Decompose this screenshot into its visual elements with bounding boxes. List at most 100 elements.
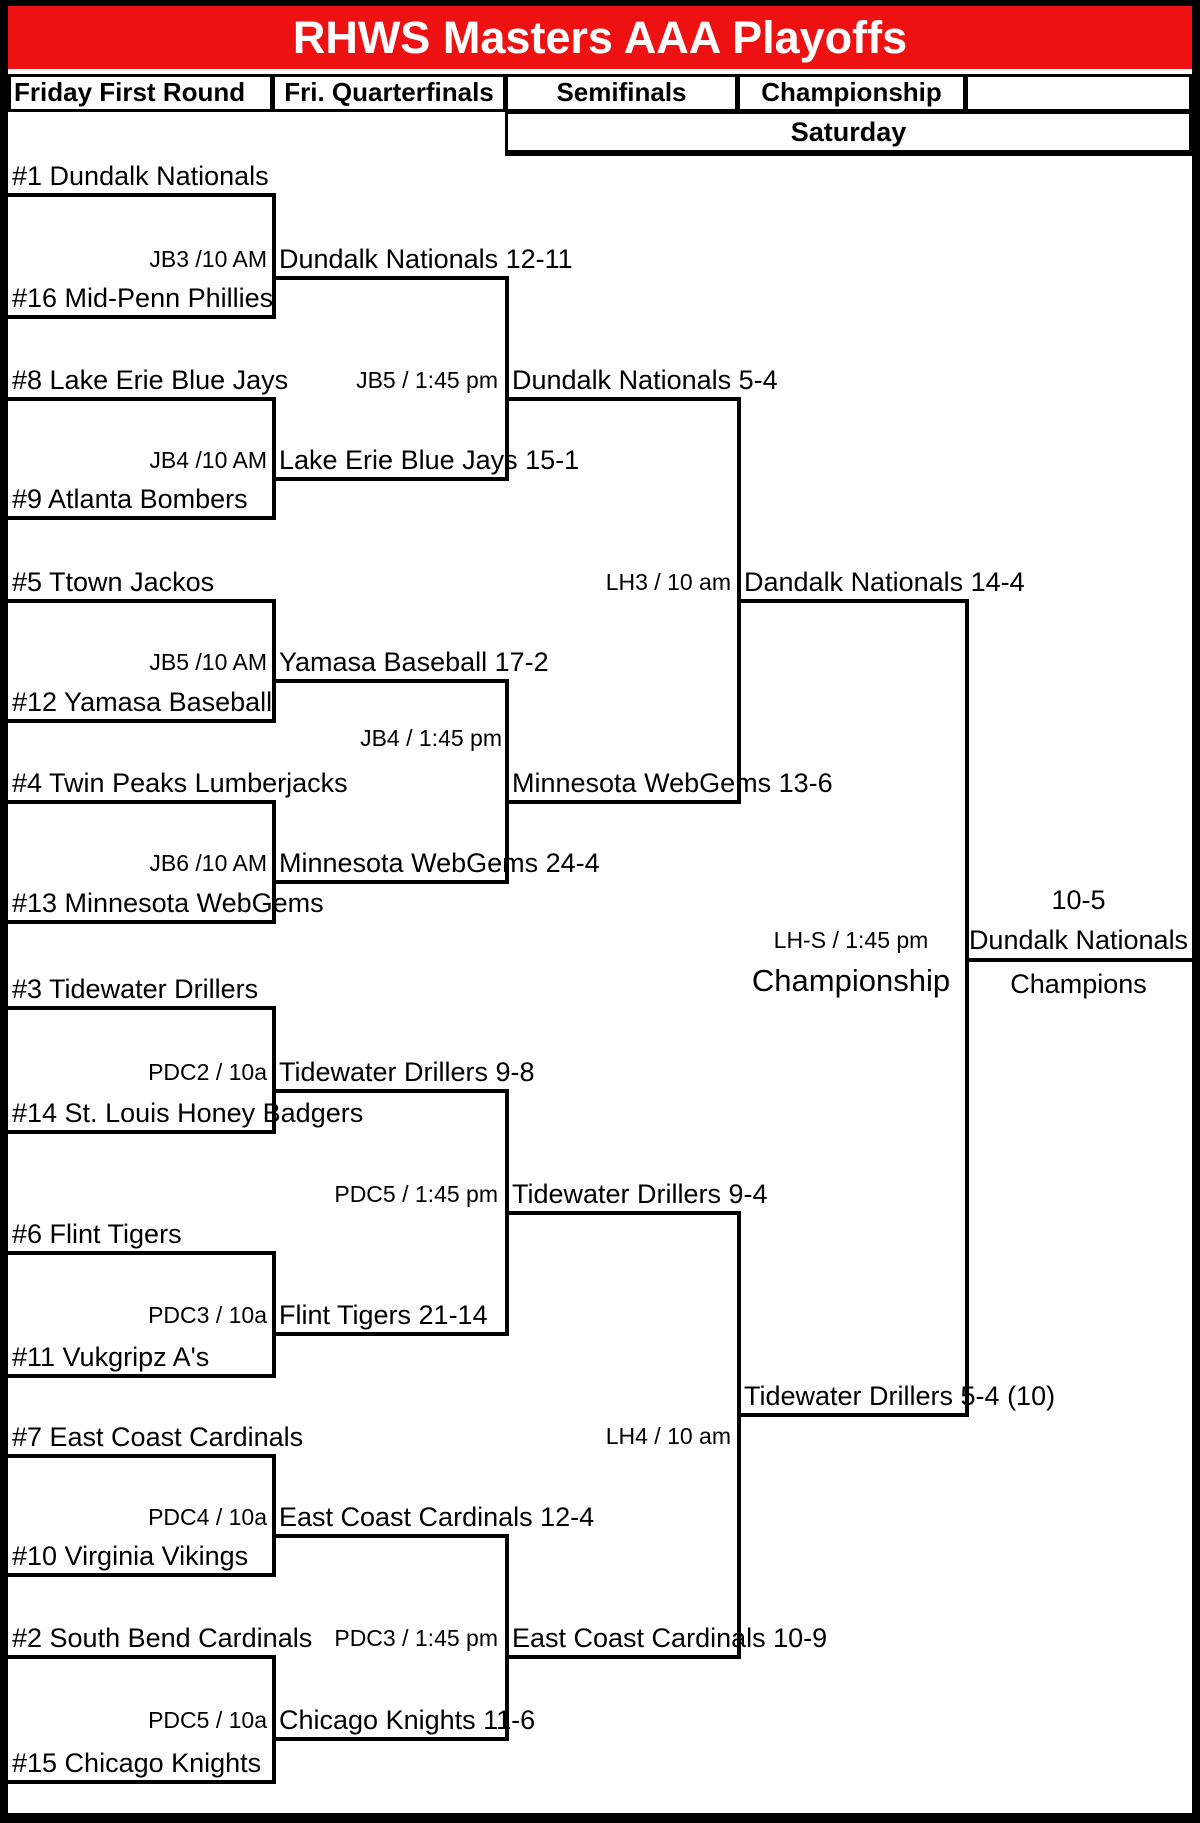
match-connector [737,1211,741,1659]
border-bottom [0,1813,1200,1823]
column-header-quarterfinals: Fri. Quarterfinals [272,74,506,112]
champion-score: 10-5 [1051,885,1106,915]
team-slot-seed6: #6 Flint Tigers [12,1219,182,1249]
game-label: PDC3 / 10a [148,1302,267,1328]
match-connector [505,276,509,481]
column-header-championship: Championship [737,74,966,112]
game-label: JB4 / 1:45 pm [360,725,502,751]
team-slot-seed11: #11 Vukgripz A's [12,1342,210,1372]
game-winner: Lake Erie Blue Jays 15-1 [279,445,580,475]
game-winner: Minnesota WebGems 13-6 [512,768,833,798]
winner-line [505,1211,741,1215]
match-connector [272,599,276,723]
team-line [8,516,276,520]
champion-line [965,958,1192,962]
team-line [8,1573,276,1577]
winner-line [505,1655,741,1659]
match-connector [505,1534,509,1741]
team-slot-seed9: #9 Atlanta Bombers [12,484,248,514]
team-slot-seed12: #12 Yamasa Baseball [12,687,273,717]
game-label: PDC2 / 10a [148,1059,267,1085]
team-slot-seed10: #10 Virginia Vikings [12,1541,249,1571]
column-header-empty [965,74,1192,112]
game-winner: Minnesota WebGems 24-4 [279,848,600,878]
team-line [8,1251,276,1255]
winner-line [505,800,741,804]
team-line [8,719,276,723]
team-slot-seed8: #8 Lake Erie Blue Jays [12,365,289,395]
column-header-semifinals: Semifinals [505,74,738,112]
game-winner: Dundalk Nationals 5-4 [512,365,778,395]
team-slot-seed5: #5 Ttown Jackos [12,567,215,597]
column-header-label: Semifinals [556,77,687,107]
column-header-label: Fri. Quarterfinals [284,77,494,107]
column-header-first-round: Friday First Round [8,74,273,112]
champion-caption: Champions [1010,969,1147,999]
team-slot-seed15: #15 Chicago Knights [12,1748,262,1778]
winner-line [272,1534,509,1538]
team-line [8,1655,276,1659]
winner-line [272,1089,509,1093]
match-connector [272,1655,276,1784]
match-connector [272,1251,276,1378]
game-winner: East Coast Cardinals 12-4 [279,1502,595,1532]
game-label: JB5 /10 AM [149,649,267,675]
column-header-label: Championship [761,77,942,107]
game-winner: Dundalk Nationals 12-11 [279,244,573,274]
winner-line [272,1332,509,1336]
team-slot-seed7: #7 East Coast Cardinals [12,1422,304,1452]
game-winner: Tidewater Drillers 5-4 (10) [744,1381,1056,1411]
winner-line [272,477,509,481]
game-label: LH3 / 10 am [605,569,731,595]
match-connector [272,800,276,924]
winner-line [737,599,969,603]
winner-line [272,679,509,683]
game-winner: Yamasa Baseball 17-2 [279,647,549,677]
champion-name: Dundalk Nationals [968,925,1189,955]
game-winner: Tidewater Drillers 9-8 [279,1057,535,1087]
title-bar [8,6,1192,69]
team-line [8,1374,276,1378]
team-line [8,920,276,924]
match-connector [272,397,276,520]
team-slot-seed2: #2 South Bend Cardinals [12,1623,313,1653]
border-right [1192,0,1200,1823]
winner-line [272,1737,509,1741]
match-connector [272,1454,276,1577]
winner-line [272,880,509,884]
team-slot-seed16: #16 Mid-Penn Phillies [12,283,274,313]
game-label: PDC3 / 1:45 pm [334,1625,498,1651]
team-slot-seed4: #4 Twin Peaks Lumberjacks [12,768,348,798]
game-label: PDC5 / 1:45 pm [334,1181,498,1207]
game-winner: Chicago Knights 11-6 [279,1705,536,1735]
team-slot-seed13: #13 Minnesota WebGems [12,888,324,918]
team-line [8,599,276,603]
game-label: JB6 /10 AM [149,850,267,876]
game-winner: Flint Tigers 21-14 [279,1300,488,1330]
match-connector [505,679,509,884]
game-label: LH4 / 10 am [605,1423,731,1449]
winner-line [272,276,509,280]
game-winner: East Coast Cardinals 10-9 [512,1623,828,1653]
team-line [8,397,276,401]
game-label: PDC4 / 10a [148,1504,267,1530]
team-slot-seed14: #14 St. Louis Honey Badgers [12,1098,364,1128]
team-line [8,193,276,197]
game-label: JB4 /10 AM [149,447,267,473]
match-connector [965,599,969,1417]
game-label: JB5 / 1:45 pm [356,367,498,393]
team-line [8,1454,276,1458]
column-header-label: Friday First Round [14,77,246,107]
team-line [8,1006,276,1010]
game-winner: Tidewater Drillers 9-4 [512,1179,768,1209]
day-banner: Saturday [505,111,1192,156]
page-title: RHWS Masters AAA Playoffs [292,12,908,63]
game-label: LH-S / 1:45 pm [773,927,929,953]
championship-label: Championship [751,963,951,998]
team-line [8,1130,276,1134]
team-line [8,315,276,319]
border-left [0,0,8,1823]
game-label: PDC5 / 10a [148,1707,267,1733]
border-top [0,0,1200,6]
